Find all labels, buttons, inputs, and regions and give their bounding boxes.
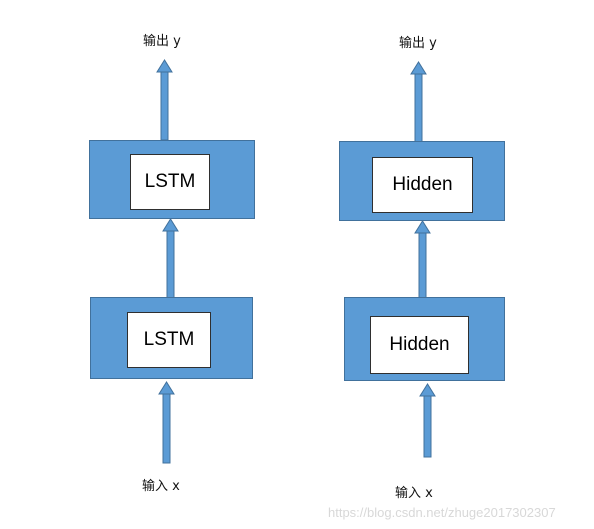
right-top-cell: Hidden	[372, 157, 473, 213]
left-input-arrow	[158, 381, 175, 464]
right-middle-arrow	[414, 220, 431, 299]
left-input-label: 输入 x	[142, 479, 180, 494]
left-output-arrow	[156, 59, 173, 141]
left-bottom-layer: LSTM	[90, 297, 253, 379]
left-bottom-cell: LSTM	[127, 312, 211, 368]
left-output-label: 输出 y	[143, 34, 181, 49]
right-bottom-layer: Hidden	[344, 297, 505, 381]
right-top-layer: Hidden	[339, 141, 505, 221]
left-bottom-cell-label: LSTM	[143, 329, 195, 350]
right-bottom-cell: Hidden	[370, 316, 469, 374]
right-input-label: 输入 x	[395, 486, 433, 501]
watermark-text: https://blog.csdn.net/zhuge2017302307	[328, 505, 556, 520]
right-output-arrow	[410, 61, 427, 143]
right-bottom-cell-label: Hidden	[389, 334, 450, 355]
right-output-label: 输出 y	[399, 36, 437, 51]
right-input-arrow	[419, 383, 436, 458]
left-middle-arrow	[162, 218, 179, 299]
left-top-cell-label: LSTM	[144, 171, 196, 192]
left-top-layer: LSTM	[89, 140, 255, 219]
left-top-cell: LSTM	[130, 154, 210, 210]
right-top-cell-label: Hidden	[392, 174, 453, 195]
